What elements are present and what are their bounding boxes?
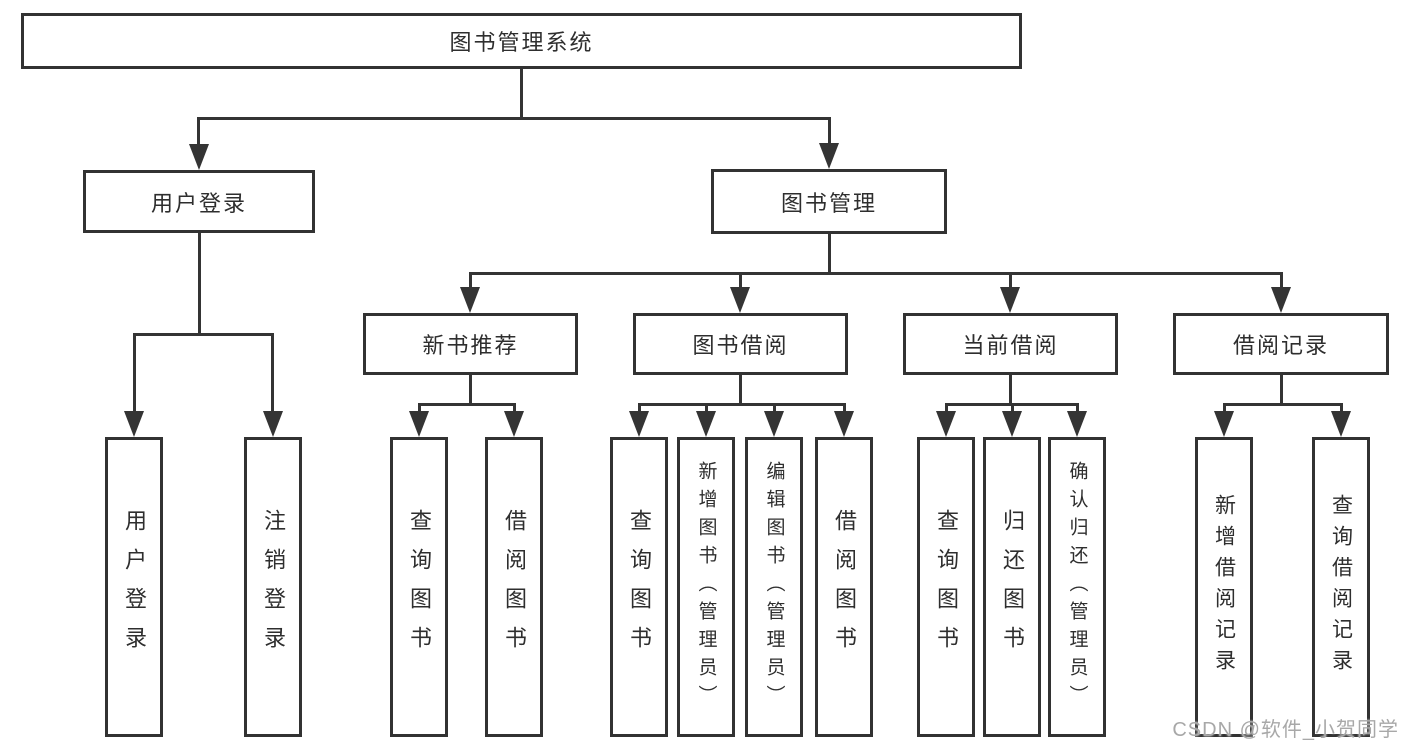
connector-arrow bbox=[730, 287, 750, 313]
connector-line bbox=[513, 403, 516, 415]
leaf-query-books-borrow: 查询图书 bbox=[610, 437, 668, 737]
leaf-return-books-label: 归还图书 bbox=[1000, 509, 1025, 665]
node-user-login: 用户登录 bbox=[83, 170, 315, 233]
leaf-user-login-label: 用户登录 bbox=[122, 509, 147, 665]
connector-line bbox=[739, 272, 742, 292]
connector-arrow bbox=[629, 411, 649, 437]
connector-line bbox=[945, 403, 948, 415]
node-current-borrow-label: 当前借阅 bbox=[962, 333, 1059, 358]
connector-line bbox=[271, 333, 274, 415]
leaf-query-books-recommend: 查询图书 bbox=[390, 437, 448, 737]
leaf-query-books-current: 查询图书 bbox=[917, 437, 975, 737]
leaf-borrow-books-recommend-label: 借阅图书 bbox=[502, 509, 527, 665]
connector-arrow bbox=[409, 411, 429, 437]
connector-arrow bbox=[504, 411, 524, 437]
connector-line bbox=[469, 375, 472, 406]
node-new-book-recommend: 新书推荐 bbox=[363, 313, 578, 375]
connector-arrow bbox=[263, 411, 283, 437]
connector-line bbox=[705, 403, 708, 415]
node-book-management: 图书管理 bbox=[711, 169, 947, 234]
connector-arrow bbox=[1214, 411, 1234, 437]
node-book-management-label: 图书管理 bbox=[780, 190, 877, 216]
connector-line bbox=[198, 233, 201, 336]
connector-line bbox=[739, 375, 742, 406]
connector-arrow bbox=[124, 411, 144, 437]
leaf-add-books-admin: 新增图书（管理员） bbox=[677, 437, 735, 737]
connector-arrow bbox=[936, 411, 956, 437]
connector-arrow bbox=[1067, 411, 1087, 437]
connector-arrow bbox=[1271, 287, 1291, 313]
connector-line bbox=[1009, 272, 1012, 292]
connector-line bbox=[520, 69, 523, 120]
connector-arrow bbox=[834, 411, 854, 437]
node-borrow-records-label: 借阅记录 bbox=[1232, 333, 1329, 358]
connector-line bbox=[133, 333, 136, 415]
connector-line bbox=[469, 272, 472, 292]
node-book-borrow-label: 图书借阅 bbox=[692, 333, 789, 358]
leaf-add-borrow-record-label: 新增借阅记录 bbox=[1212, 494, 1236, 680]
connector-line bbox=[828, 234, 831, 275]
connector-line bbox=[197, 117, 200, 149]
leaf-confirm-return-admin: 确认归还（管理员） bbox=[1048, 437, 1106, 737]
connector-arrow bbox=[819, 143, 839, 169]
connector-line bbox=[418, 403, 421, 415]
connector-arrow bbox=[696, 411, 716, 437]
leaf-add-borrow-record: 新增借阅记录 bbox=[1195, 437, 1253, 737]
node-user-login-label: 用户登录 bbox=[150, 190, 247, 216]
leaf-query-borrow-record: 查询借阅记录 bbox=[1312, 437, 1370, 737]
leaf-edit-books-admin: 编辑图书（管理员） bbox=[745, 437, 803, 737]
leaf-user-login: 用户登录 bbox=[105, 437, 163, 737]
connector-line bbox=[1340, 403, 1343, 415]
node-borrow-records: 借阅记录 bbox=[1173, 313, 1389, 375]
leaf-query-books-recommend-label: 查询图书 bbox=[407, 509, 432, 665]
connector-line bbox=[133, 333, 274, 336]
leaf-return-books: 归还图书 bbox=[983, 437, 1041, 737]
connector-line bbox=[638, 403, 846, 406]
node-current-borrow: 当前借阅 bbox=[903, 313, 1118, 375]
connector-line bbox=[773, 403, 776, 415]
connector-arrow bbox=[189, 144, 209, 170]
node-new-book-recommend-label: 新书推荐 bbox=[422, 333, 519, 358]
leaf-borrow-books: 借阅图书 bbox=[815, 437, 873, 737]
leaf-edit-books-admin-label: 编辑图书（管理员） bbox=[763, 461, 785, 713]
leaf-add-books-admin-label: 新增图书（管理员） bbox=[695, 461, 717, 713]
connector-arrow bbox=[1331, 411, 1351, 437]
node-root: 图书管理系统 bbox=[21, 13, 1022, 69]
watermark-text: CSDN @软件_小贺同学 bbox=[1172, 719, 1399, 741]
connector-arrow bbox=[764, 411, 784, 437]
leaf-query-borrow-record-label: 查询借阅记录 bbox=[1329, 494, 1353, 680]
connector-line bbox=[1280, 375, 1283, 406]
connector-line bbox=[638, 403, 641, 415]
leaf-logout: 注销登录 bbox=[244, 437, 302, 737]
connector-line bbox=[1076, 403, 1079, 415]
leaf-query-books-current-label: 查询图书 bbox=[934, 509, 959, 665]
leaf-borrow-books-label: 借阅图书 bbox=[832, 509, 857, 665]
leaf-query-books-borrow-label: 查询图书 bbox=[627, 509, 652, 665]
connector-line bbox=[1223, 403, 1343, 406]
connector-line bbox=[1223, 403, 1226, 415]
leaf-logout-label: 注销登录 bbox=[261, 509, 286, 665]
connector-line bbox=[1280, 272, 1283, 292]
connector-line bbox=[418, 403, 516, 406]
connector-line bbox=[843, 403, 846, 415]
connector-line bbox=[828, 117, 831, 149]
connector-line bbox=[197, 117, 831, 120]
node-root-label: 图书管理系统 bbox=[449, 30, 594, 55]
connector-line bbox=[469, 272, 1283, 275]
leaf-borrow-books-recommend: 借阅图书 bbox=[485, 437, 543, 737]
leaf-confirm-return-admin-label: 确认归还（管理员） bbox=[1066, 461, 1088, 713]
connector-line bbox=[1009, 375, 1012, 406]
connector-arrow bbox=[1000, 287, 1020, 313]
connector-line bbox=[1011, 403, 1014, 415]
node-book-borrow: 图书借阅 bbox=[633, 313, 848, 375]
connector-arrow bbox=[1002, 411, 1022, 437]
connector-arrow bbox=[460, 287, 480, 313]
